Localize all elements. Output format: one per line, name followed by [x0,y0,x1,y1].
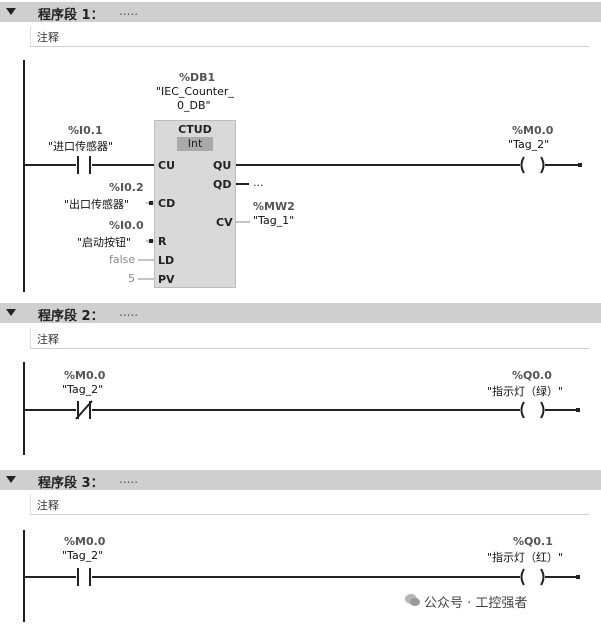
pin-pv: PV [158,273,175,286]
coil-icon [540,401,545,419]
cd-tag[interactable]: "出口传感器" [64,198,130,211]
segment-1-header[interactable]: 程序段 1： ..... [0,2,601,23]
segment-title: 程序段 2： [38,309,104,324]
collapse-arrow-icon[interactable] [6,476,16,483]
coil-icon [540,568,545,586]
ld-value[interactable]: false [109,253,136,266]
coil-icon [520,568,525,586]
segment-title-placeholder[interactable]: ..... [119,4,139,18]
block-title: CTUD [178,123,212,136]
segment-title-placeholder[interactable]: ..... [119,305,139,319]
collapse-arrow-icon[interactable] [6,309,16,316]
pv-value[interactable]: 5 [128,272,135,285]
qd-value[interactable]: ... [253,176,264,189]
contact-tag[interactable]: "Tag_2" [62,549,104,562]
cv-address[interactable]: %MW2 [253,200,295,213]
segment-title: 程序段 3： [38,476,104,491]
coil-icon [520,156,525,174]
contact-address[interactable]: %I0.1 [68,124,103,137]
coil-icon [520,401,525,419]
watermark: 公众号 · 工控强者 [405,592,528,611]
coil-address[interactable]: %Q0.1 [513,535,553,548]
segment-1-comment[interactable]: 注释 [30,26,589,47]
coil-address[interactable]: %Q0.0 [512,369,552,382]
comment-label: 注释 [37,333,59,346]
coil-tag[interactable]: "指示灯（绿）" [487,385,564,398]
coil-tag[interactable]: "Tag_2" [508,138,550,151]
watermark-text: 公众号 · 工控强者 [424,596,528,611]
rail-end-marker [576,408,580,412]
contact-tag[interactable]: "Tag_2" [62,383,104,396]
pin-cd: CD [158,197,176,210]
segment-title: 程序段 1： [38,8,104,23]
db-name[interactable]: 0_DB" [177,99,211,112]
contact-nc-icon [75,400,93,420]
ctud-block[interactable]: CTUD Int [154,120,236,288]
r-address[interactable]: %I0.0 [109,219,144,232]
db-address[interactable]: %DB1 [179,71,216,84]
coil-tag[interactable]: "指示灯（红）" [487,551,564,564]
pin-cu: CU [158,159,176,172]
contact-address[interactable]: %M0.0 [64,369,106,382]
r-tag[interactable]: "启动按钮" [77,236,132,249]
wechat-icon [405,594,420,606]
segment-2-comment[interactable]: 注释 [30,328,589,349]
comment-label: 注释 [37,499,59,512]
cv-tag[interactable]: "Tag_1" [253,214,295,227]
contact-address[interactable]: %M0.0 [64,535,106,548]
rail-end-marker [576,575,580,579]
collapse-arrow-icon[interactable] [6,8,16,15]
pin-qu: QU [213,159,232,172]
cd-address[interactable]: %I0.2 [109,181,144,194]
segment-3-header[interactable]: 程序段 3： ..... [0,470,601,491]
pin-cv: CV [216,216,233,229]
pin-ld: LD [158,254,175,267]
rail-end-marker [578,163,582,167]
pin-r: R [158,235,167,248]
comment-label: 注释 [37,31,59,44]
pin-qd: QD [213,178,232,191]
pin-marker [149,239,153,243]
segment-2-header[interactable]: 程序段 2： ..... [0,303,601,324]
coil-address[interactable]: %M0.0 [512,124,554,137]
block-type-dropdown[interactable]: Int [177,137,213,151]
db-name[interactable]: "IEC_Counter_ [156,85,234,98]
pin-marker [149,201,153,205]
coil-icon [540,156,545,174]
segment-title-placeholder[interactable]: ..... [119,472,139,486]
contact-tag[interactable]: "进口传感器" [48,140,114,153]
segment-3-comment[interactable]: 注释 [30,494,589,515]
